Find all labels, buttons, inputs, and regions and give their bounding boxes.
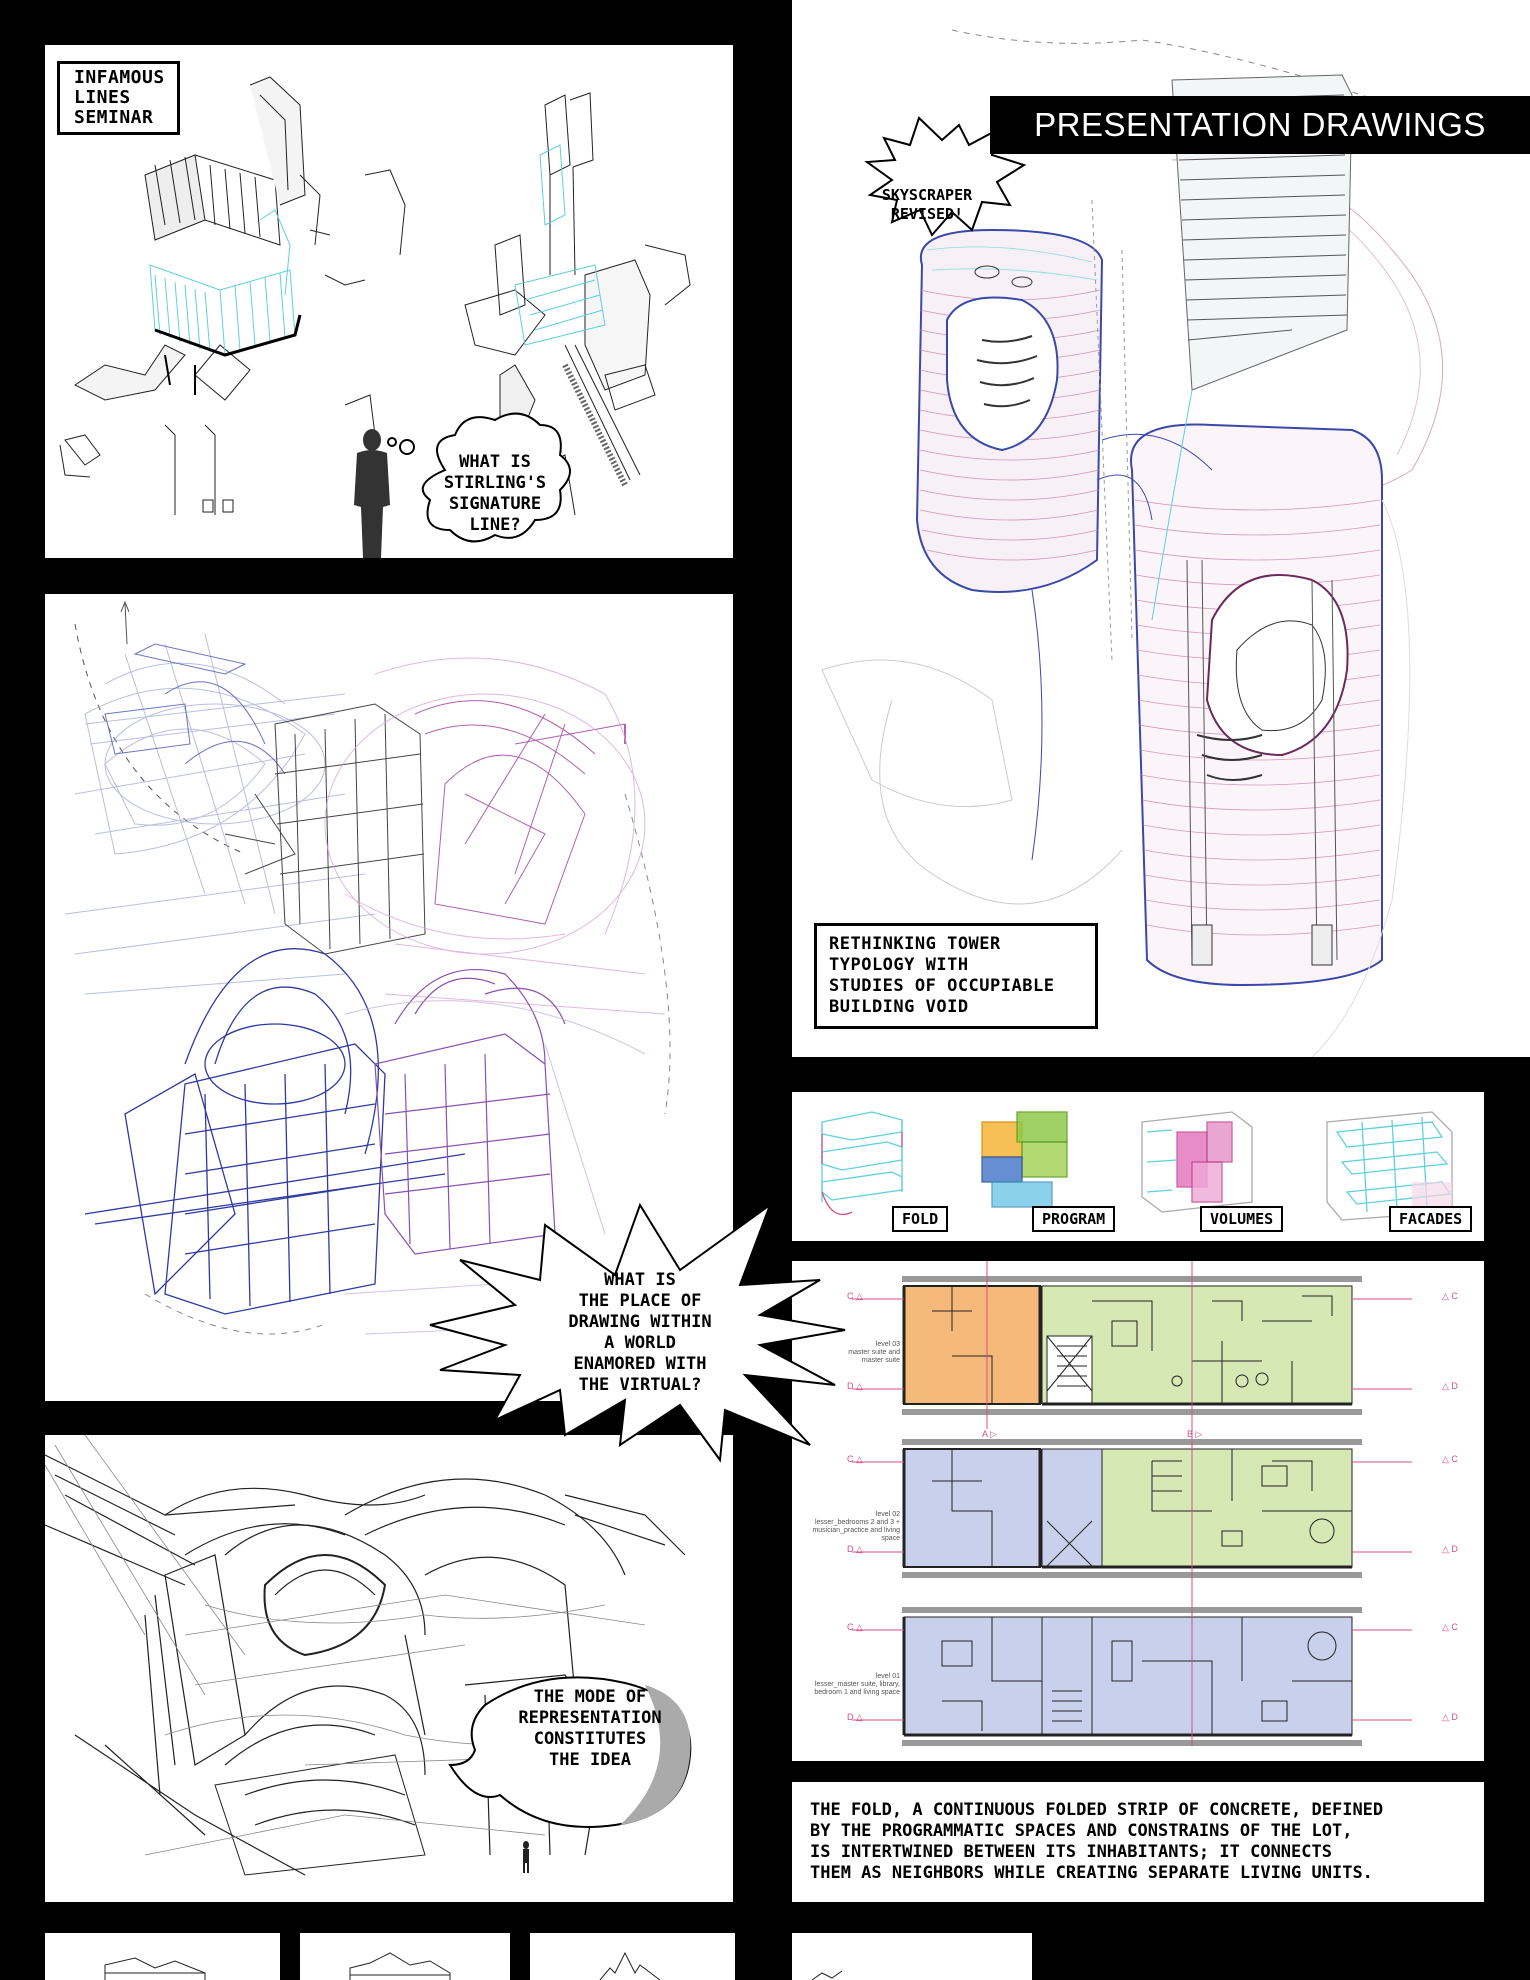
fold-description-panel: THE FOLD, A CONTINUOUS FOLDED STRIP OF C…: [792, 1782, 1484, 1902]
thumbnail-panel-4: [792, 1933, 1032, 1980]
small-person-icon: [523, 1841, 529, 1873]
section-mark-c-r3: △ C: [1442, 1291, 1458, 1301]
fold-diagrams-panel: FOLD PROGRAM VOLUMES FACADES: [792, 1092, 1484, 1241]
floor-plans-drawing: [852, 1261, 1412, 1746]
presentation-title: PRESENTATION DRAWINGS: [1034, 106, 1486, 143]
seminar-label: INFAMOUS LINES SEMINAR: [57, 61, 180, 135]
thought-bubble: [387, 412, 571, 543]
program-label: PROGRAM: [1032, 1206, 1116, 1232]
section-mark-c-r2: △ C: [1442, 1454, 1458, 1464]
stirling-axonometric-drawing: [59, 76, 691, 558]
thumbnail-panel-3: [530, 1933, 735, 1980]
section-mark-d-l1: D △: [847, 1712, 863, 1722]
mode-bubble-text: THE MODE OF REPRESENTATION CONSTITUTES T…: [518, 1687, 662, 1770]
diagram-series: [821, 1111, 1453, 1221]
seminar-panel: INFAMOUS LINES SEMINAR WHAT IS STIRLING'…: [45, 45, 733, 558]
volumes-label: VOLUMES: [1200, 1206, 1284, 1232]
skyscraper-starburst-bubble: [864, 116, 1027, 237]
section-mark-d-l3: D △: [847, 1381, 863, 1391]
section-mark-d-r1: △ D: [1442, 1712, 1458, 1722]
section-mark-d-r2: △ D: [1442, 1544, 1458, 1554]
facades-label: FACADES: [1389, 1206, 1473, 1232]
person-silhouette-icon: [354, 429, 390, 558]
section-mark-c-l1: C △: [847, 1622, 863, 1632]
tower-caption: RETHINKING TOWER TYPOLOGY WITH STUDIES O…: [814, 923, 1098, 1029]
fold-label: FOLD: [892, 1206, 949, 1232]
thumbnail-panel-2: [300, 1933, 510, 1980]
thumbnail-panel-1: [45, 1933, 280, 1980]
section-mark-a: A ▷: [982, 1429, 997, 1439]
tower-void-drawing: [821, 29, 1444, 1057]
section-mark-d-r3: △ D: [1442, 1381, 1458, 1391]
skyscraper-bubble-text: SKYSCRAPER REVISED!: [881, 186, 973, 223]
pencil-sketch-drawing: [45, 1435, 692, 1876]
section-mark-b: B ▷: [1187, 1429, 1203, 1439]
mode-speech-bubble: [448, 1676, 692, 1828]
sketch-panel: THE MODE OF REPRESENTATION CONSTITUTES T…: [45, 1435, 733, 1902]
section-mark-c-l3: C △: [847, 1291, 863, 1301]
stirling-bubble-text: WHAT IS STIRLING'S SIGNATURE LINE?: [443, 452, 547, 535]
section-mark-c-r1: △ C: [1442, 1622, 1458, 1632]
section-mark-c-l2: C △: [847, 1454, 863, 1464]
fold-description-text: THE FOLD, A CONTINUOUS FOLDED STRIP OF C…: [810, 1800, 1384, 1883]
section-mark-d-l2: D △: [847, 1544, 863, 1554]
floor-plans-panel: C △ △ C D △ △ D A ▷ B ▷ C △ △ C D △ △ D …: [792, 1261, 1484, 1761]
presentation-header: PRESENTATION DRAWINGS: [990, 96, 1530, 154]
drawing-bubble-text: WHAT IS THE PLACE OF DRAWING WITHIN A WO…: [568, 1270, 712, 1395]
tower-panel: PRESENTATION DRAWINGS SKYSCRAPER REVISED…: [792, 0, 1530, 1057]
